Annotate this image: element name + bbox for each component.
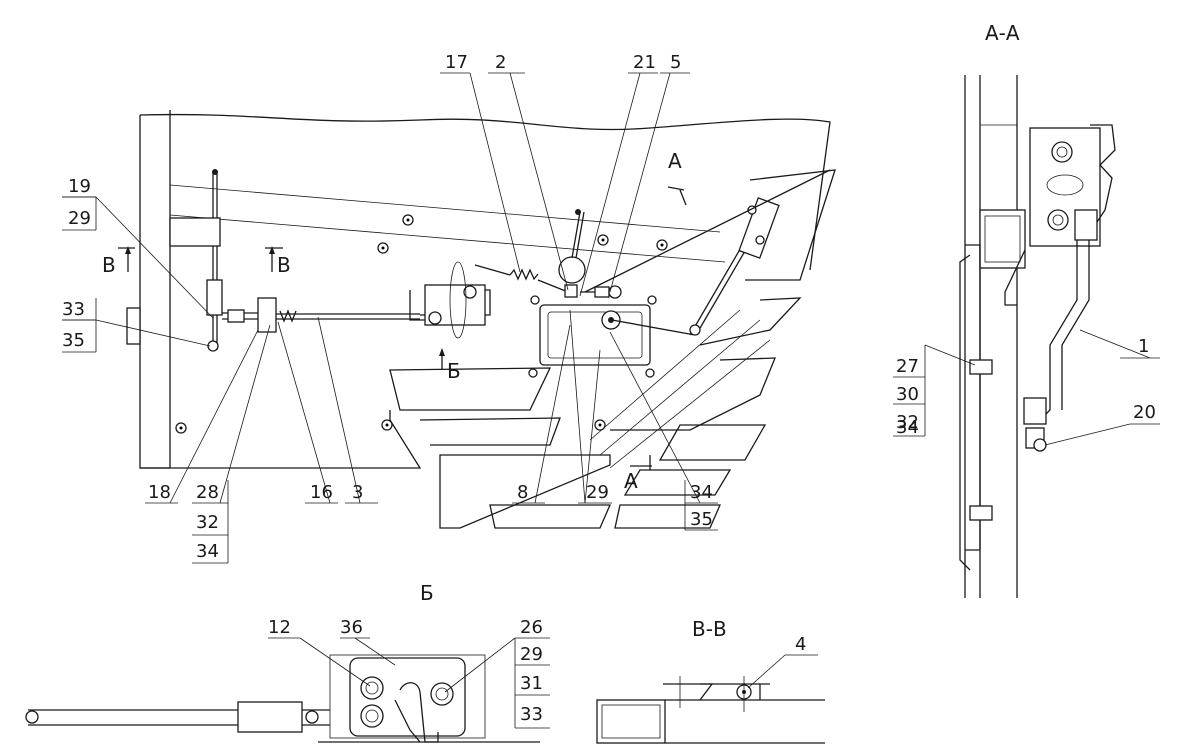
callout-33-b: 33 [520,704,543,725]
callout-8: 8 [517,482,528,503]
callout-35-left: 35 [62,330,85,351]
callout-26: 26 [520,617,543,638]
spring-and-links [474,169,831,336]
callout-4: 4 [795,634,806,655]
callout-34-aa-visible: 34 [896,417,919,438]
callout-19: 19 [68,176,91,197]
callout-31: 31 [520,673,543,694]
section-a-a: А-А 27 30 3 [893,21,1160,598]
callout-5: 5 [670,52,681,73]
grille-slats [389,169,836,529]
callout-29-left: 29 [68,208,91,229]
callout-17: 17 [445,52,468,73]
callout-21: 21 [633,52,656,73]
central-lock [409,209,651,366]
callout-35-mid: 35 [690,509,713,530]
callout-32-aa: 32 [896,412,919,433]
leader-lines [62,72,718,504]
section-marks [118,186,687,470]
callout-29-b: 29 [520,644,543,665]
callout-36: 36 [340,617,363,638]
callout-2: 2 [495,52,506,73]
callout-16: 16 [310,482,333,503]
callout-3: 3 [352,482,363,503]
section-v-v: В-В 4 [596,617,825,744]
mark-a-top: А [668,149,682,173]
callout-boxes [62,196,718,564]
view-b: Б 12 36 26 29 31 33 [25,581,550,743]
callout-34-left: 34 [196,541,219,562]
callout-27: 27 [896,356,919,377]
callout-1: 1 [1138,336,1149,357]
callout-18: 18 [148,482,171,503]
left-vertical-rod [169,169,223,352]
callout-34-mid: 34 [690,482,713,503]
mark-v-left: В [102,253,116,277]
mark-a-bottom: А [624,469,638,493]
callout-28: 28 [196,482,219,503]
callout-30: 30 [896,384,919,405]
section-v-v-title: В-В [692,617,727,641]
callout-20: 20 [1133,402,1156,423]
main-view: 17 2 21 5 19 29 33 35 18 28 32 34 16 3 8… [62,52,836,564]
callout-29-mid: 29 [586,482,609,503]
mark-b: Б [447,359,461,383]
callout-12: 12 [268,617,291,638]
door-handle-bracket [126,307,141,345]
door-panel-outline [139,113,831,469]
callout-32-left: 32 [196,512,219,533]
view-b-title: Б [420,581,434,605]
callout-33-left: 33 [62,299,85,320]
horizontal-rod [222,297,420,333]
section-a-a-title: А-А [985,21,1020,45]
mark-v-right: В [277,253,291,277]
